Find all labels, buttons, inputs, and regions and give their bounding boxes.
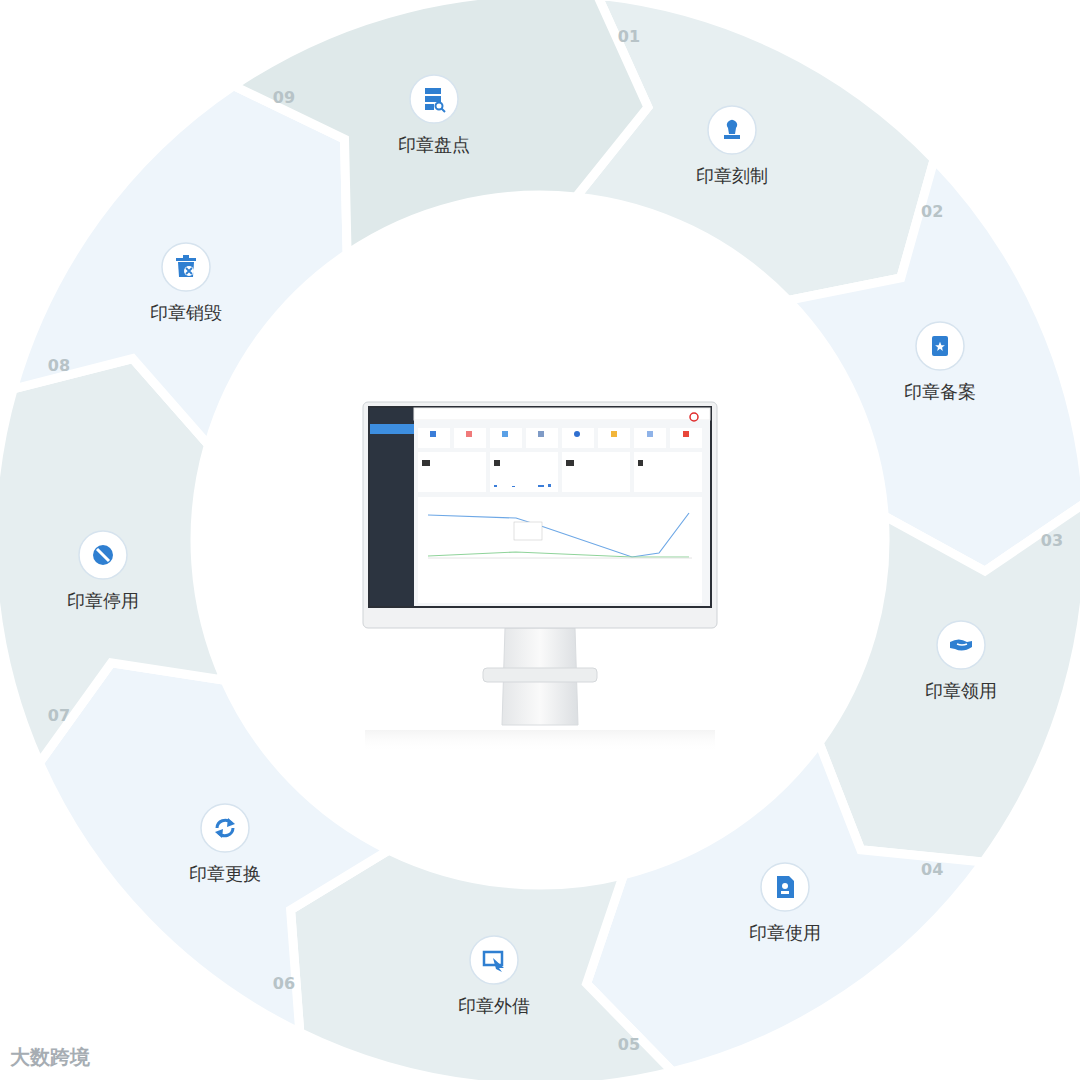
ring-segment — [576, 0, 934, 300]
step-number: 06 — [273, 974, 295, 993]
stage-label: 印章领用 — [925, 679, 997, 703]
stage-node: 印章更换 — [189, 802, 261, 886]
stage-node: 印章销毁 — [150, 241, 222, 325]
stage-icon — [914, 320, 966, 372]
watermark: 大数跨境 — [10, 1044, 90, 1071]
step-number: 03 — [1041, 531, 1063, 550]
stage-label: 印章刻制 — [696, 164, 768, 188]
stage-icon — [160, 241, 212, 293]
stage-label: 印章更换 — [189, 862, 261, 886]
stage-label: 印章停用 — [67, 589, 139, 613]
step-number: 05 — [618, 1035, 640, 1054]
stage-icon — [759, 861, 811, 913]
stage-icon — [935, 619, 987, 671]
stage-icon — [408, 73, 460, 125]
stage-node: 印章停用 — [67, 529, 139, 613]
stage-node: 印章备案 — [904, 320, 976, 404]
ring-segment — [587, 743, 984, 1072]
step-number: 08 — [48, 355, 70, 374]
stage-node: 印章刻制 — [696, 104, 768, 188]
stage-node: 印章领用 — [925, 619, 997, 703]
stage-icon — [199, 802, 251, 854]
step-number: 02 — [921, 201, 943, 220]
step-number: 09 — [273, 87, 295, 106]
stage-node: 印章外借 — [458, 934, 530, 1018]
stage-label: 印章销毁 — [150, 301, 222, 325]
step-number: 07 — [48, 706, 70, 725]
ring-segment — [819, 502, 1080, 862]
stage-node: 印章盘点 — [398, 73, 470, 157]
stage-icon — [468, 934, 520, 986]
step-number: 04 — [921, 860, 943, 879]
ring-segment — [291, 850, 673, 1080]
stage-icon — [77, 529, 129, 581]
stage-label: 印章盘点 — [398, 133, 470, 157]
stage-label: 印章备案 — [904, 380, 976, 404]
stage-icon — [706, 104, 758, 156]
ring-segment — [39, 663, 388, 1033]
stage-label: 印章外借 — [458, 994, 530, 1018]
step-number: 01 — [618, 26, 640, 45]
ring-segment — [234, 0, 648, 254]
stage-node: 印章使用 — [749, 861, 821, 945]
ring-segment — [13, 86, 347, 445]
stage-label: 印章使用 — [749, 921, 821, 945]
ring-segment — [788, 159, 1080, 571]
